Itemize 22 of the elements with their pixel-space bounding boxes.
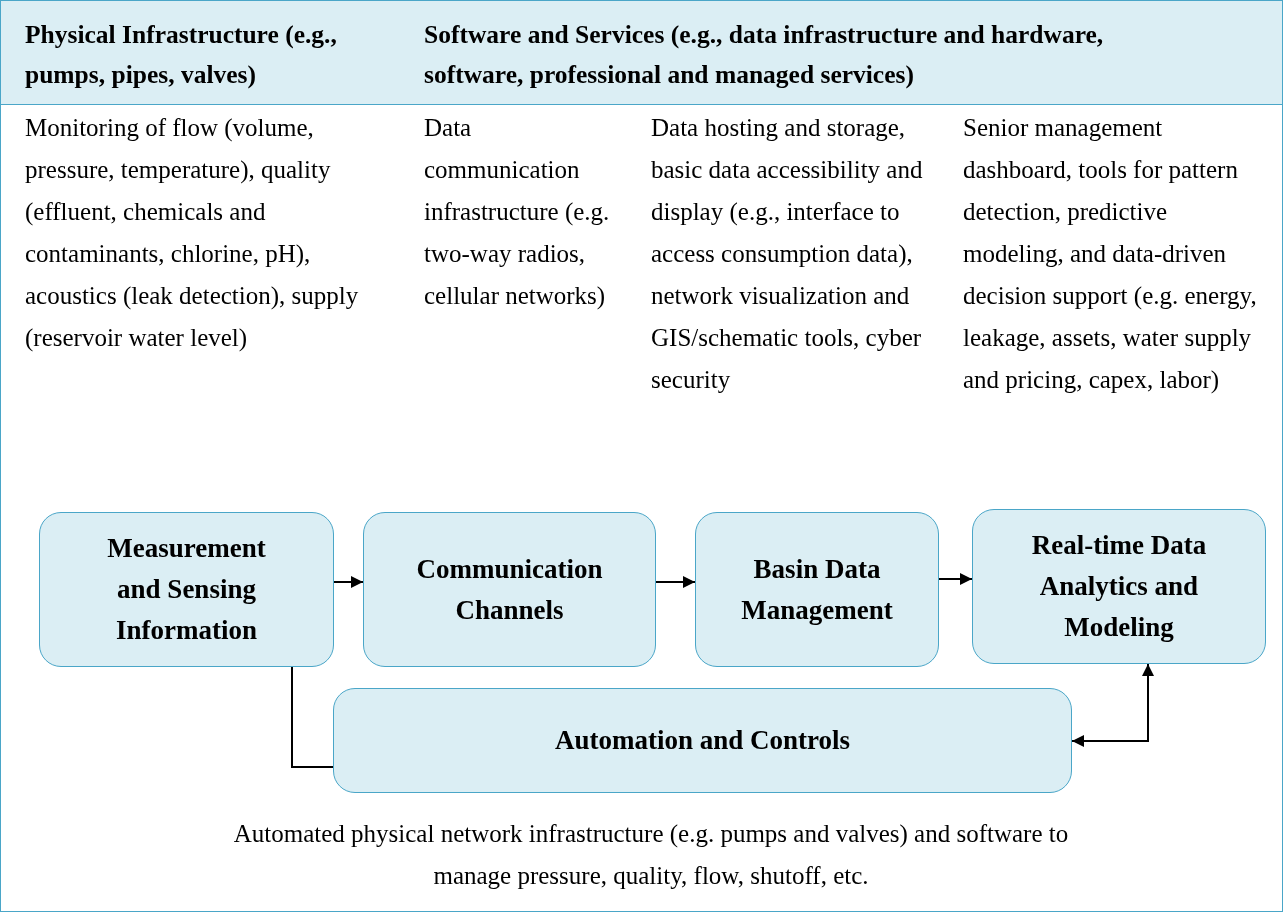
arrow <box>333 576 364 588</box>
description-text: Senior management dashboard, tools for pattern detection, predictive modeling, and data-driven decision support (e.g. energy, leakage, assets, water supply and pricing, capex, labor) <box>963 113 1258 395</box>
box-title: Communication Channels <box>415 552 604 627</box>
description-text: Data hosting and storage, basic data accessibility and display (e.g., interface to access consumption data), network visualization and GIS/schematic tools, cyber security <box>651 113 924 395</box>
description-text: Monitoring of flow (volume, pressure, temperature), quality (effluent, chemicals and contaminants, chlorine, pH), acoustics (leak detection), supply (reservoir water level) <box>25 113 360 354</box>
box-title: Automation and Controls <box>553 724 852 757</box>
arrow <box>655 576 696 588</box>
arrow <box>1071 663 1154 747</box>
process-box <box>39 512 334 667</box>
box-title: Real-time Data Analytics and Modeling <box>1030 529 1208 644</box>
description-text: Data communication infrastructure (e.g. two-way radios, cellular networks) <box>424 113 611 311</box>
process-box <box>363 512 656 667</box>
column-heading: Physical Infrastructure (e.g., pumps, pipes, valves) <box>25 19 338 91</box>
connector-line <box>291 666 334 768</box>
process-box <box>333 688 1072 793</box>
box-title: Basin Data Management <box>740 552 894 627</box>
process-box <box>972 509 1266 664</box>
process-box <box>695 512 939 667</box>
column-heading: Software and Services (e.g., data infrastructure and hardware, software, professional and managed services) <box>424 19 1105 91</box>
box-title: Measurement and Sensing Information <box>106 532 267 647</box>
arrow <box>938 573 973 585</box>
description-text: Automated physical network infrastructure (e.g. pumps and valves) and software to manage pressure, quality, flow, shutoff, etc. <box>232 819 1070 891</box>
